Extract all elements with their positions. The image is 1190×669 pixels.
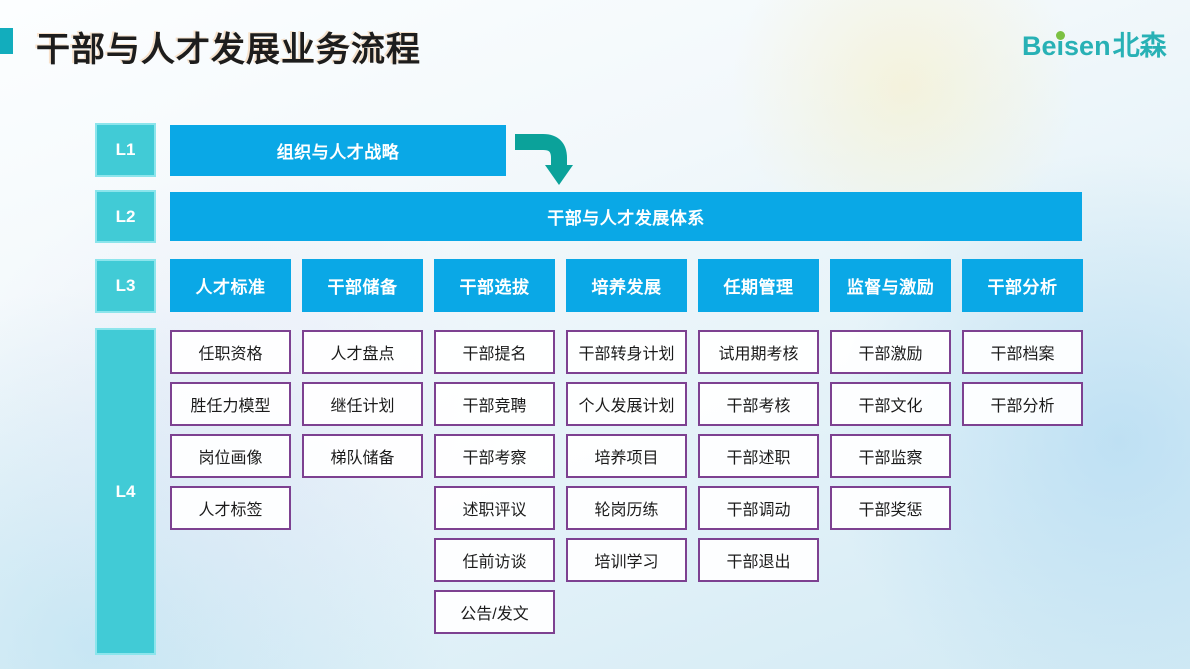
logo-latin-post: sen: [1064, 31, 1111, 61]
l4-item-box: 干部考察: [434, 434, 555, 478]
l4-item-box: 干部提名: [434, 330, 555, 374]
l4-item-box: 干部调动: [698, 486, 819, 530]
level-label-l3: L3: [95, 259, 156, 313]
l4-item-box: 述职评议: [434, 486, 555, 530]
l4-item-box: 干部转身计划: [566, 330, 687, 374]
l4-item-box: 继任计划: [302, 382, 423, 426]
l3-category-box: 干部选拔: [434, 259, 555, 312]
l3-category-box: 人才标准: [170, 259, 291, 312]
l4-item-box: 培养项目: [566, 434, 687, 478]
l4-item-box: 干部考核: [698, 382, 819, 426]
beisen-logo: Beısen北森: [1022, 31, 1167, 61]
l4-item-box: 人才标签: [170, 486, 291, 530]
l4-item-box: 干部档案: [962, 330, 1083, 374]
l4-item-box: 培训学习: [566, 538, 687, 582]
logo-cjk: 北森: [1112, 31, 1167, 61]
l3-category-box: 培养发展: [566, 259, 687, 312]
l3-category-box: 干部分析: [962, 259, 1083, 312]
l4-item-box: 任前访谈: [434, 538, 555, 582]
logo-latin-pre: Be: [1022, 31, 1057, 61]
l4-item-box: 干部激励: [830, 330, 951, 374]
l4-item-box: 个人发展计划: [566, 382, 687, 426]
l4-item-box: 公告/发文: [434, 590, 555, 634]
l4-item-box: 干部退出: [698, 538, 819, 582]
l2-system-box: 干部与人才发展体系: [170, 192, 1082, 241]
logo-latin-stem: ı: [1056, 31, 1065, 61]
l4-item-box: 干部述职: [698, 434, 819, 478]
l4-item-box: 干部文化: [830, 382, 951, 426]
flow-arrow-icon: [513, 131, 575, 192]
level-label-l2: L2: [95, 190, 156, 243]
l4-item-box: 胜任力模型: [170, 382, 291, 426]
l4-item-box: 干部监察: [830, 434, 951, 478]
l4-item-box: 梯队储备: [302, 434, 423, 478]
title-accent-bar: [0, 28, 13, 54]
l4-item-box: 任职资格: [170, 330, 291, 374]
l4-item-box: 干部竞聘: [434, 382, 555, 426]
l4-item-box: 试用期考核: [698, 330, 819, 374]
l3-category-box: 任期管理: [698, 259, 819, 312]
l4-item-box: 干部分析: [962, 382, 1083, 426]
l4-item-box: 岗位画像: [170, 434, 291, 478]
level-label-l4: L4: [95, 328, 156, 655]
level-label-l1: L1: [95, 123, 156, 177]
l3-category-box: 干部储备: [302, 259, 423, 312]
page-title: 干部与人才发展业务流程: [36, 31, 421, 69]
l4-item-box: 轮岗历练: [566, 486, 687, 530]
l1-strategy-box: 组织与人才战略: [170, 125, 506, 176]
logo-i-dot: [1056, 31, 1065, 40]
l4-item-box: 人才盘点: [302, 330, 423, 374]
l3-category-box: 监督与激励: [830, 259, 951, 312]
l4-item-box: 干部奖惩: [830, 486, 951, 530]
